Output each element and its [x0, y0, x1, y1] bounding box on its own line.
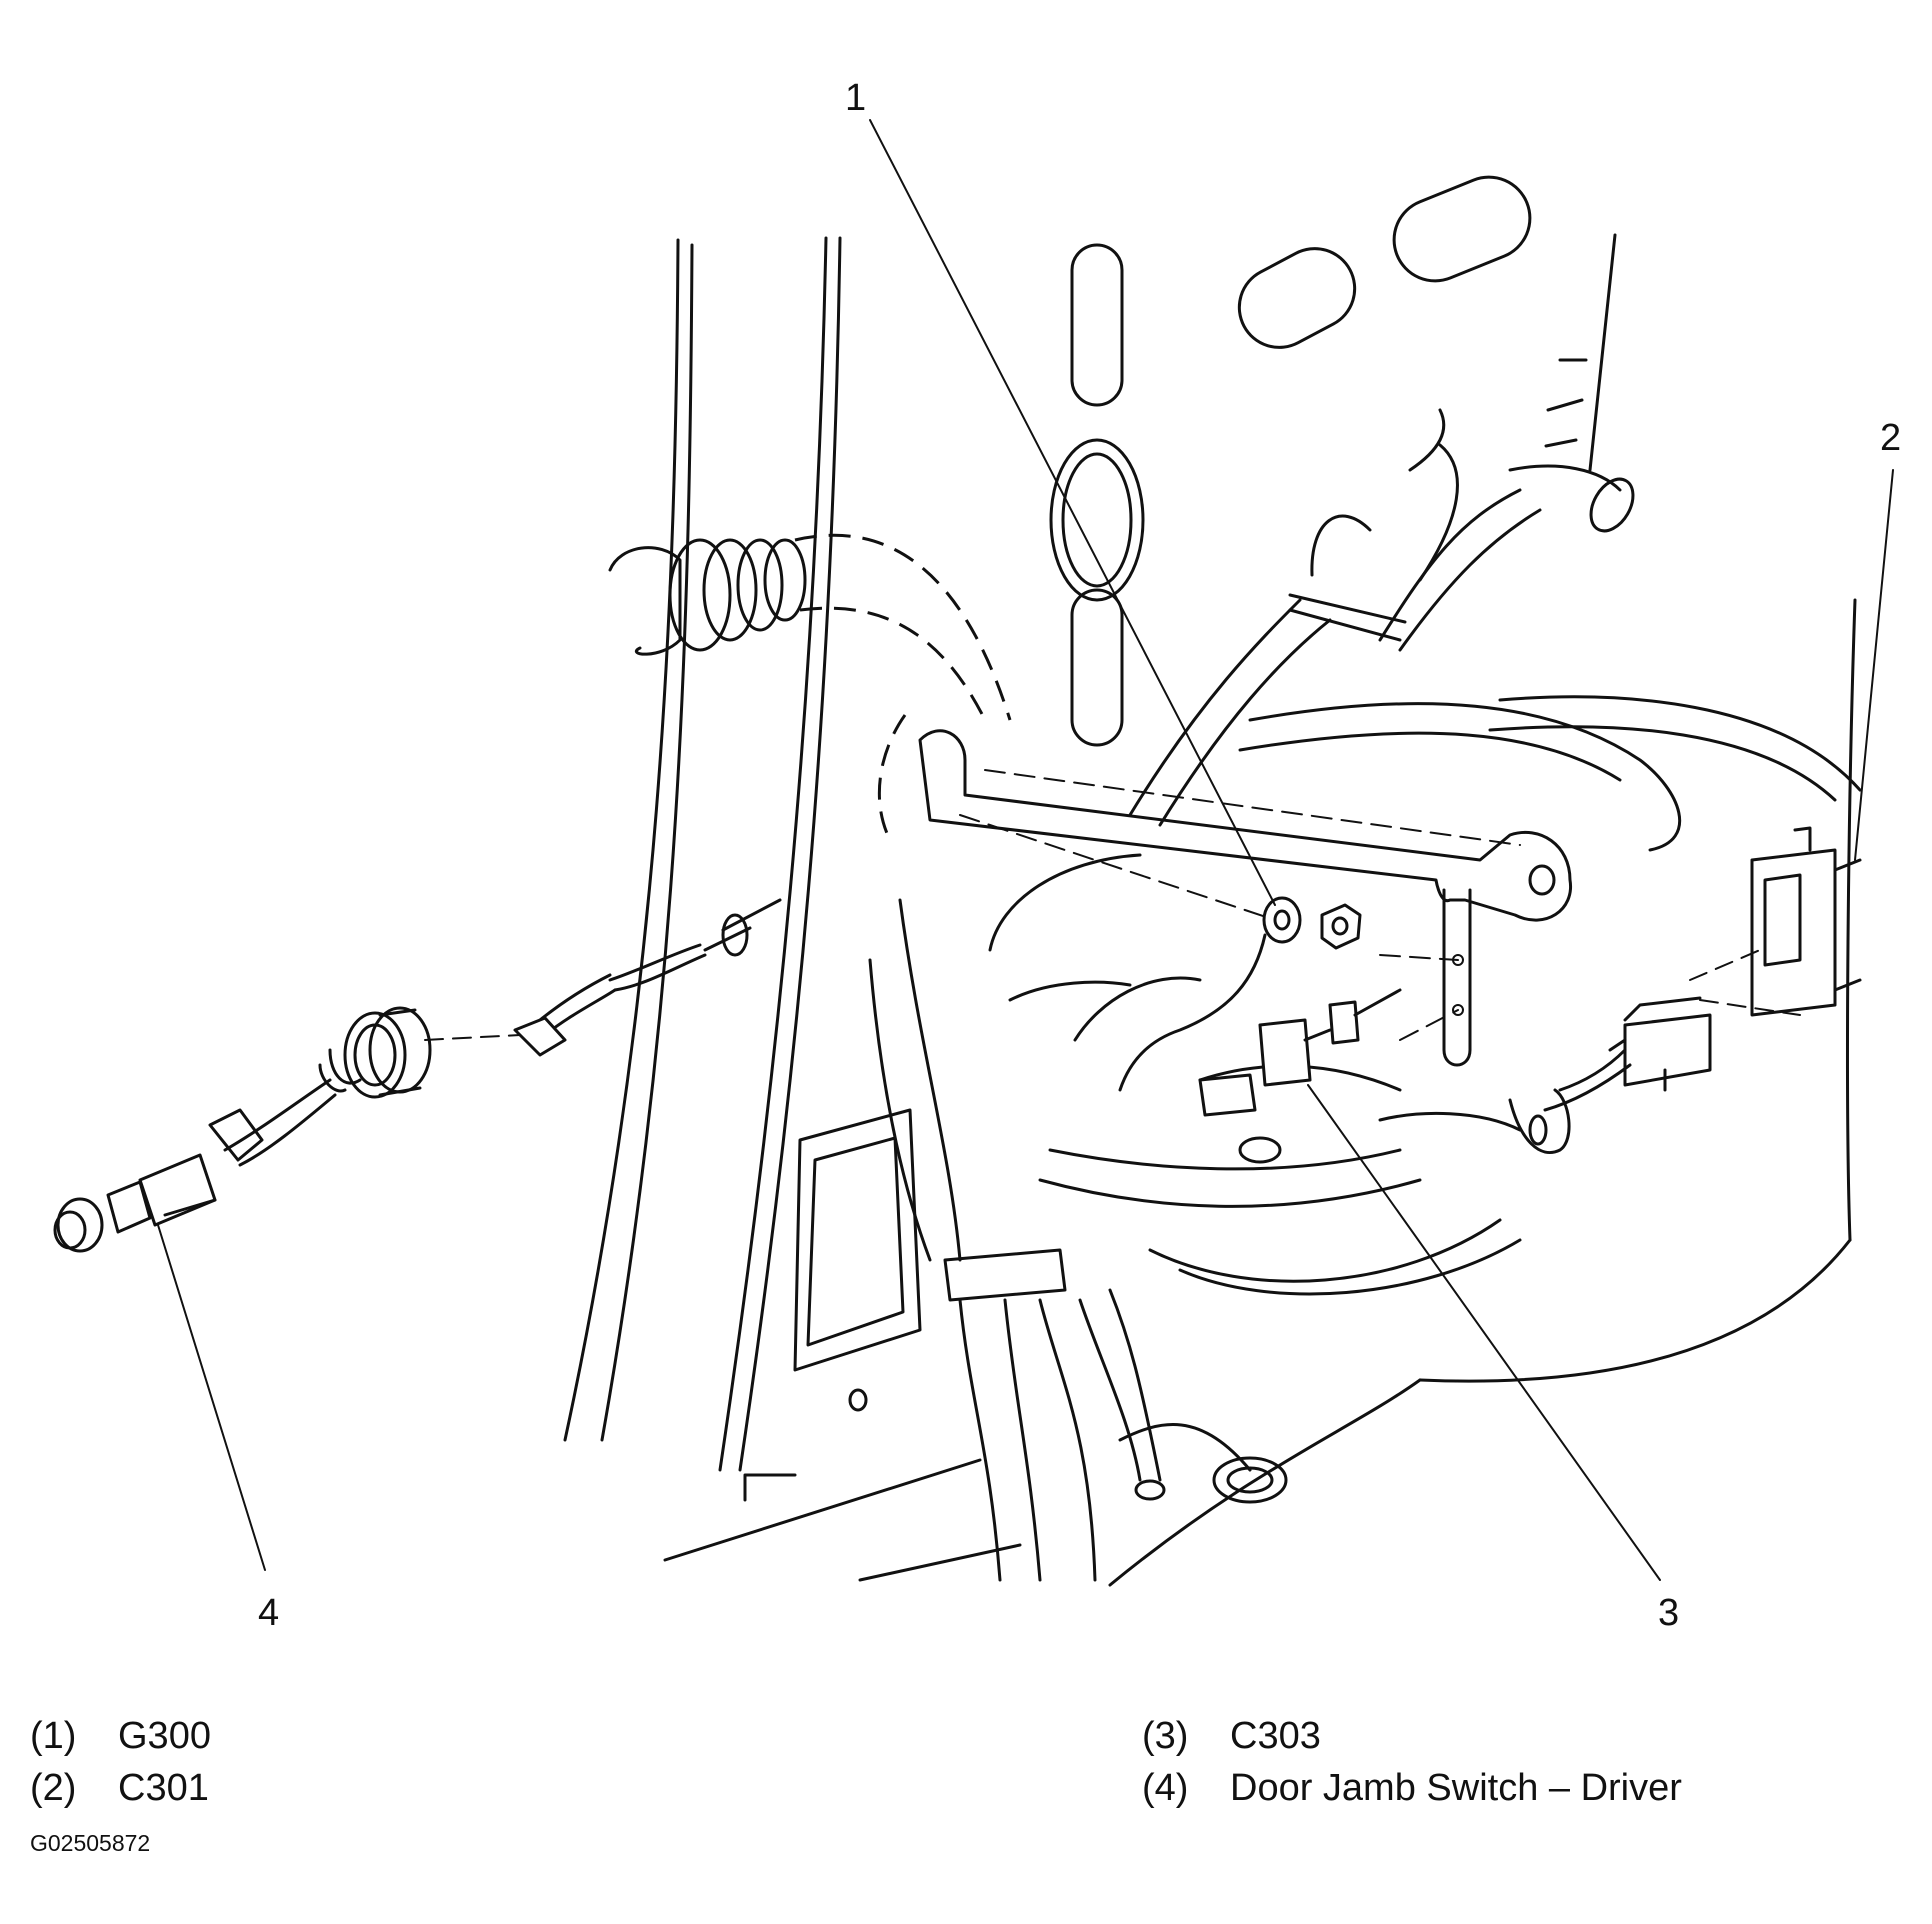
main-harness	[868, 408, 1862, 1582]
legend-item-g300: (1) G300	[30, 1710, 211, 1762]
legend-index: (2)	[30, 1767, 77, 1809]
legend-index: (4)	[1142, 1767, 1189, 1809]
legend-index: (3)	[1142, 1715, 1189, 1757]
legend-left: (1) G300 (2) C301	[30, 1710, 211, 1814]
connector-c301	[1543, 826, 1862, 1112]
legend-text: Door Jamb Switch – Driver	[1230, 1767, 1682, 1809]
callout-3-number: 3	[1658, 1592, 1679, 1634]
kick-panel	[793, 598, 1857, 1587]
callout-1-number: 1	[845, 77, 866, 119]
callout-2-number: 2	[1880, 417, 1901, 459]
door-jamb-switch	[53, 898, 782, 1253]
harness-grommet	[608, 533, 1012, 721]
callout-4-number: 4	[258, 1592, 279, 1634]
ground-bracket	[877, 714, 1573, 1067]
diagram-artwork: 1 2 3 4	[53, 77, 1901, 1634]
legend-item-c303: (3) C303	[1142, 1710, 1682, 1762]
ground-g300	[1118, 896, 1362, 1092]
legend-text: C303	[1230, 1715, 1321, 1757]
legend-right: (3) C303 (4) Door Jamb Switch – Driver	[1142, 1710, 1682, 1814]
figure-id: G02505872	[30, 1830, 151, 1856]
connector-c303	[1198, 988, 1402, 1117]
wiring-diagram: 1 2 3 4	[53, 77, 1901, 1634]
body-openings	[1049, 175, 1617, 747]
legend-item-c301: (2) C301	[30, 1762, 211, 1814]
legend-index: (1)	[30, 1715, 77, 1757]
legend-text: G300	[118, 1715, 211, 1757]
legend-item-door-jamb-switch: (4) Door Jamb Switch – Driver	[1142, 1762, 1682, 1814]
door-pillar	[563, 236, 1022, 1582]
callout-leaders	[157, 119, 1894, 1581]
legend-text: C301	[118, 1767, 209, 1809]
